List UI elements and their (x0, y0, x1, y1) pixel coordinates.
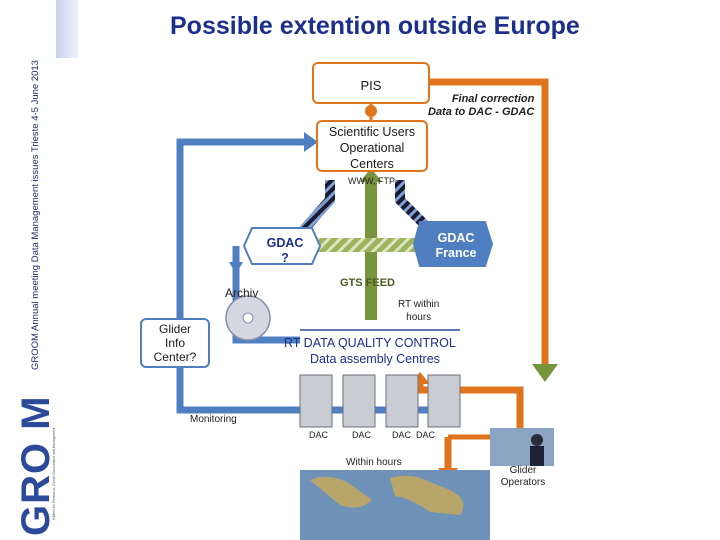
gdac-question-label: GDAC ? (266, 236, 304, 265)
sidebar: GROOM Annual meeting Data Management iss… (0, 0, 78, 540)
dark-flow-gdac-q-to-users (294, 180, 335, 240)
gdac-france-shape (412, 221, 494, 267)
blue-flow-gdac-to-dac (232, 246, 300, 344)
dac-label-1: DAC (309, 430, 329, 440)
dac-label-4: DAC (416, 430, 436, 440)
within-hours-label: Within hours (346, 457, 402, 468)
dac-server (299, 374, 333, 428)
pis-box: PIS (312, 62, 430, 104)
rt-quality-control-title: RT DATA QUALITY CONTROL (284, 336, 456, 350)
dac-server (427, 374, 461, 428)
orange-flow-pis-to-dac (430, 78, 549, 364)
glider-info-center-box: Glider Info Center? (140, 318, 210, 368)
glider-operators-label: Glider Operators (500, 465, 546, 488)
blue-arrowhead-users (304, 132, 318, 152)
dac-servers (299, 374, 461, 428)
final-correction-label: Final correction Data to DAC - GDAC (428, 93, 535, 118)
gts-feed-label: GTS FEED (340, 277, 396, 289)
orange-flow-operators-to-dac (416, 382, 524, 437)
green-arrowhead-right (532, 364, 558, 382)
glider-operators-photo (490, 428, 554, 466)
operator-person (531, 434, 543, 446)
dac-label-3: DAC (392, 430, 412, 440)
data-assembly-centres-title: Data assembly Centres (310, 352, 440, 366)
dark-flow-gdac-fr-to-users (395, 180, 434, 234)
blue-arrowhead-archiv (229, 262, 243, 274)
dac-label-2: DAC (352, 430, 372, 440)
gdac-question-shape (242, 227, 322, 265)
archive-disc-hole (242, 312, 254, 324)
www-ftp-label: WWW, FTP (348, 176, 395, 186)
world-map-land (310, 475, 464, 515)
operator-body (530, 446, 544, 466)
monitoring-label: Monitoring (190, 414, 237, 425)
dac-server (385, 374, 419, 428)
scientific-users-box: Scientific Users Operational Centers (316, 120, 428, 172)
rt-within-label: RT within hours (398, 299, 440, 323)
page-title: Possible extention outside Europe (170, 12, 580, 40)
sidebar-stripe (56, 0, 78, 58)
pis-label: PIS (360, 78, 382, 93)
gdac-france-label: GDAC France (435, 231, 477, 260)
gdac-exchange-bar (300, 238, 430, 252)
green-arrowhead-users (360, 168, 382, 182)
dac-server (342, 374, 376, 428)
archiv-label: Archiv (225, 286, 259, 300)
